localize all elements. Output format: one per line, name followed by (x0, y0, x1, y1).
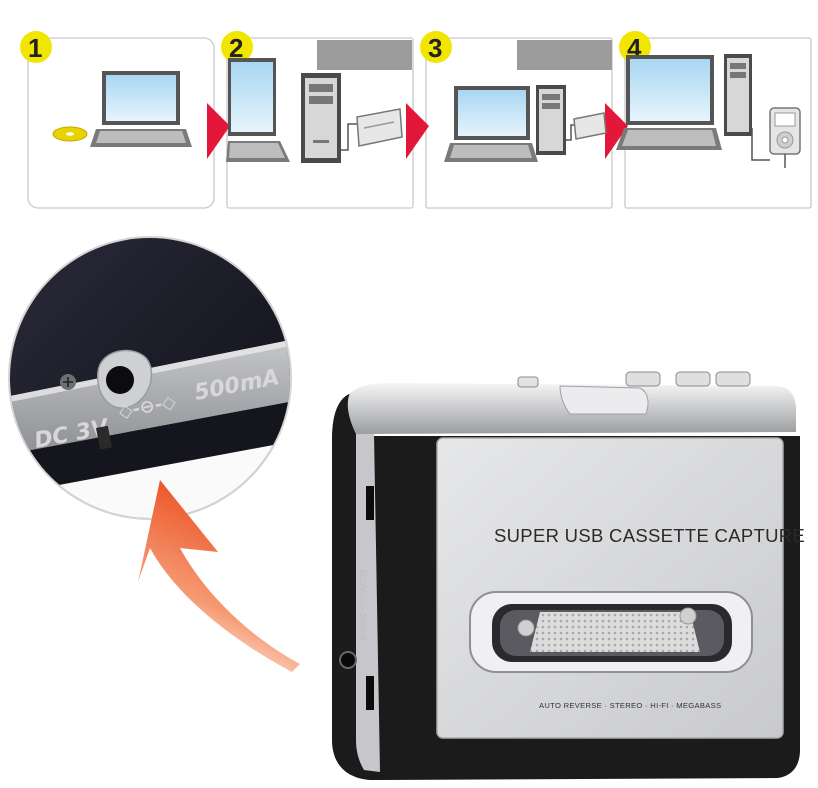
pc-tower-icon (301, 73, 341, 163)
laptop-icon (616, 55, 722, 150)
step-arrow-icon (605, 103, 628, 159)
tape-reel-icon (517, 619, 535, 637)
device-title: SUPER USB CASSETTE CAPTURE (494, 525, 805, 546)
side-switch[interactable] (366, 676, 374, 710)
cassette-player-icon (566, 112, 607, 141)
pc-tower-icon (536, 85, 566, 155)
stop-button[interactable] (715, 371, 751, 387)
cassette-player-icon (341, 108, 403, 151)
svg-text:2: 2 (229, 33, 243, 63)
laptop-icon (226, 58, 290, 162)
side-switch[interactable] (366, 486, 374, 520)
laptop-icon (90, 71, 192, 147)
dc-jack-icon (106, 366, 134, 394)
step-arrow-icon (406, 103, 429, 159)
svg-text:1: 1 (28, 33, 42, 63)
svg-text:3: 3 (428, 33, 442, 63)
headphone-jack-icon (339, 651, 357, 669)
laptop-icon (444, 86, 538, 162)
cassette-device: DC3V ◇-◇ 500mA SUPER USB CASSETTE CAPTUR… (332, 371, 805, 780)
step-badge-3: 3 (420, 31, 452, 63)
tape-reel-icon (679, 607, 697, 625)
pc-tower-icon (724, 54, 752, 136)
mp3-player-icon (751, 107, 801, 168)
callout-arrow-icon (138, 480, 300, 672)
eject-button[interactable] (517, 376, 539, 388)
side-label: DC3V ◇-◇ 500mA (358, 570, 367, 642)
step-arrow-icon (207, 103, 230, 159)
front-panel (436, 437, 784, 739)
step-badge-1: 1 (20, 31, 52, 63)
cd-disc-icon (52, 126, 88, 142)
forward-button[interactable] (675, 371, 711, 387)
play-button[interactable] (625, 371, 661, 387)
port-closeup: DC 3V ◇-⊖-◇ 500mA (8, 236, 292, 520)
tape-window (469, 591, 753, 673)
step-badge-2: 2 (221, 31, 253, 63)
device-subtitle: AUTO REVERSE · STEREO · HI-FI · MEGABASS (539, 701, 721, 710)
banner-bar (517, 40, 612, 70)
banner-bar (317, 40, 412, 70)
